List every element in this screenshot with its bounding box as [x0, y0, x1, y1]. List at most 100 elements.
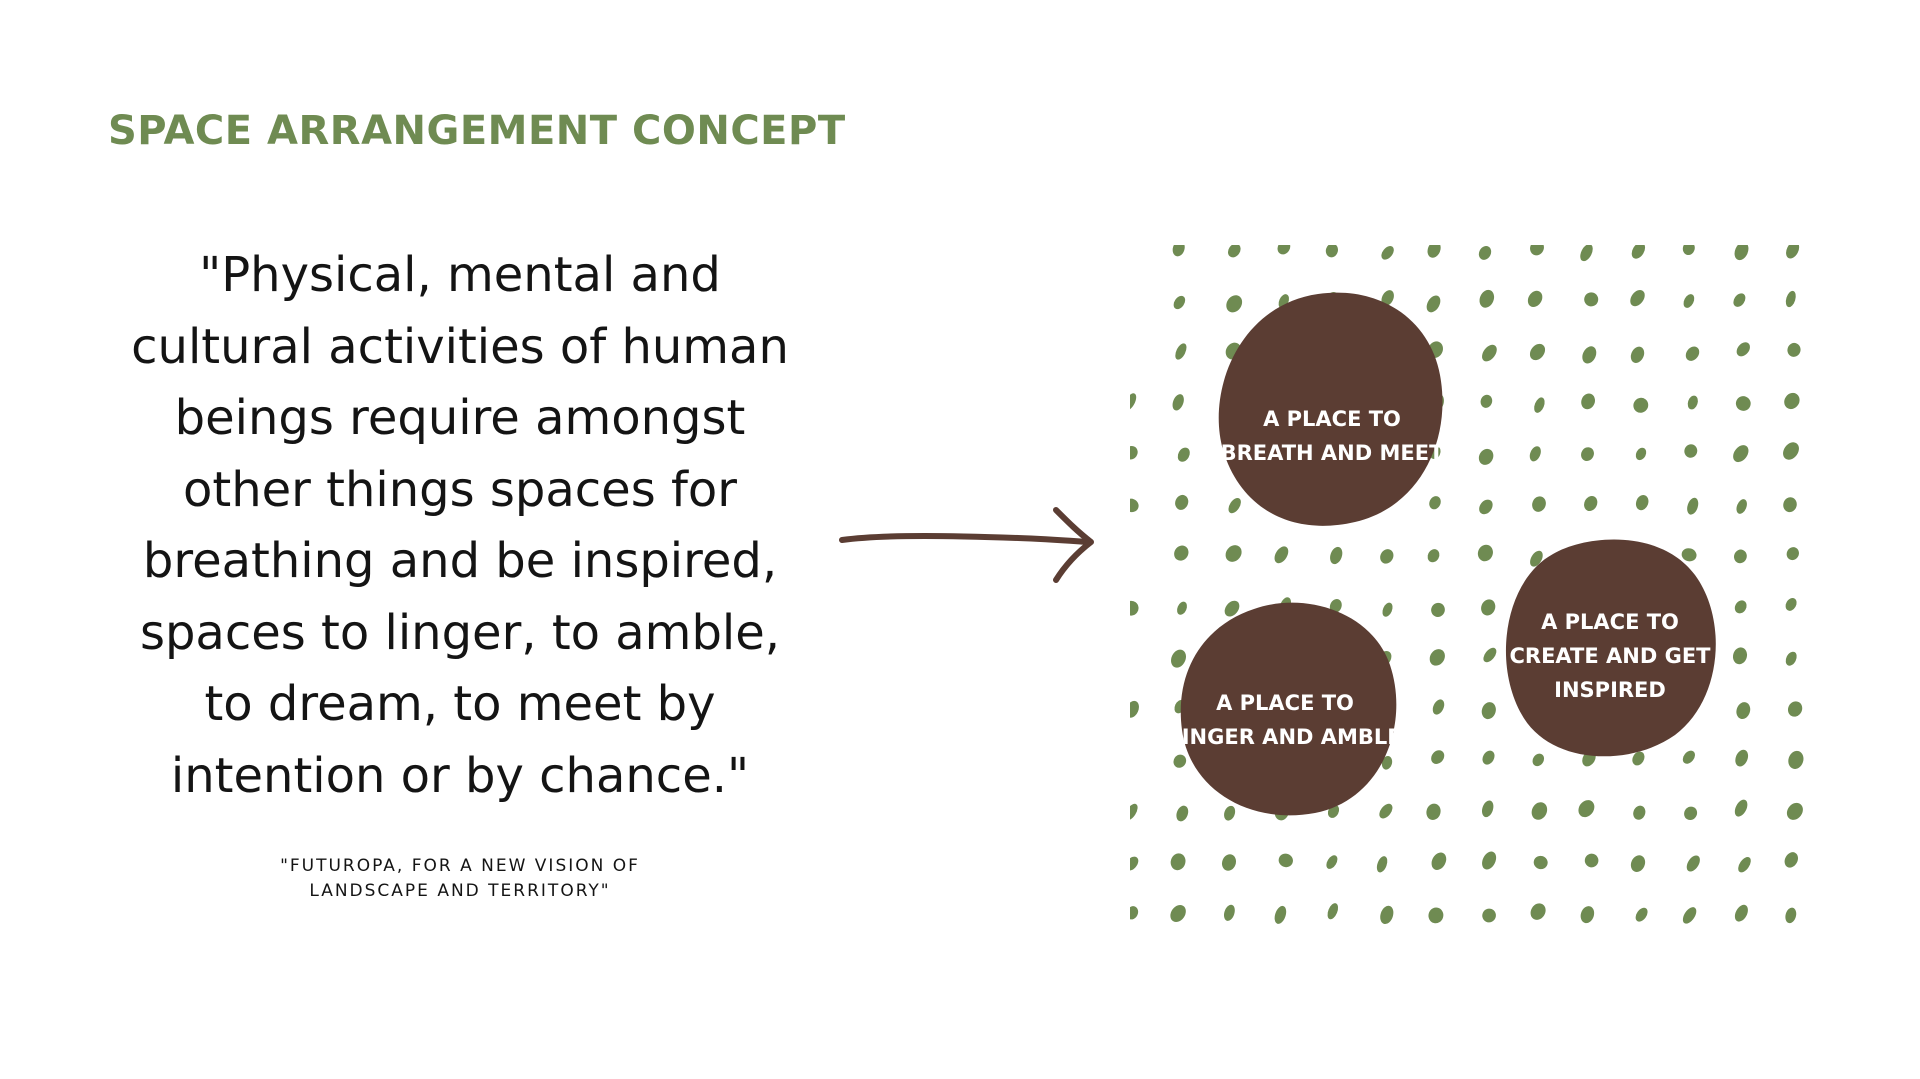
- pattern-dot: [1482, 908, 1496, 923]
- pattern-dot: [1530, 245, 1544, 256]
- pattern-dot: [1630, 346, 1645, 363]
- pattern-dot: [1732, 647, 1748, 665]
- pattern-dot: [1783, 442, 1799, 460]
- pattern-dot: [1683, 294, 1695, 308]
- pattern-dot: [1130, 445, 1138, 460]
- pattern-dot: [1581, 447, 1594, 461]
- pattern-dot: [1221, 854, 1237, 871]
- pattern-dot: [1735, 396, 1751, 411]
- pattern-dot: [1482, 750, 1495, 765]
- arrow-right-icon: [839, 507, 1094, 583]
- pattern-dot: [1785, 598, 1797, 611]
- pattern-dot: [1784, 852, 1798, 868]
- pattern-dot: [1277, 245, 1291, 255]
- pattern-dot: [1584, 292, 1599, 307]
- pattern-dot: [1429, 496, 1441, 510]
- circle-label-line: INSPIRED: [1554, 678, 1666, 702]
- pattern-dot: [1734, 549, 1747, 564]
- pattern-dot: [1225, 545, 1242, 562]
- pattern-dot: [1175, 343, 1187, 360]
- pattern-dot: [1325, 245, 1338, 258]
- pattern-dot: [1428, 907, 1444, 924]
- quote-block: "Physical, mental and cultural activitie…: [110, 240, 810, 904]
- pattern-dot: [1171, 649, 1186, 668]
- pattern-dot: [1786, 547, 1799, 561]
- pattern-dot: [1481, 599, 1496, 616]
- pattern-dot: [1173, 295, 1186, 310]
- pattern-dot: [1684, 444, 1698, 458]
- pattern-dot: [1130, 393, 1137, 411]
- pattern-dot: [1631, 245, 1646, 259]
- pattern-dot: [1381, 756, 1393, 770]
- pattern-dot: [1788, 750, 1804, 769]
- pattern-dot: [1682, 907, 1697, 924]
- pattern-dot: [1529, 343, 1546, 361]
- pattern-dot: [1735, 749, 1749, 767]
- pattern-dot: [1632, 751, 1645, 766]
- pattern-dot: [1738, 857, 1751, 873]
- pattern-dot: [1584, 853, 1599, 868]
- pattern-dot: [1381, 290, 1394, 306]
- pattern-dot: [1176, 805, 1189, 822]
- pattern-dot: [1175, 494, 1189, 510]
- pattern-dot: [1527, 290, 1543, 307]
- pattern-dot: [1172, 245, 1185, 257]
- pattern-dot: [1226, 295, 1243, 313]
- quote-line: other things spaces for: [183, 461, 737, 518]
- pattern-dot: [1130, 906, 1139, 920]
- pattern-dot: [1130, 856, 1139, 871]
- circle-label-line: A PLACE TO: [1216, 691, 1354, 715]
- circle-label-line: BREATH AND MEET: [1220, 441, 1444, 465]
- pattern-dot: [1326, 855, 1338, 869]
- pattern-dot: [1785, 290, 1796, 308]
- quote-line: cultural activities of human: [131, 318, 789, 375]
- pattern-dot: [1633, 805, 1646, 820]
- pattern-dot: [1584, 495, 1598, 512]
- quote-text: "Physical, mental and cultural activitie…: [110, 240, 810, 812]
- pattern-dot: [1635, 907, 1648, 922]
- pattern-dot: [1530, 903, 1546, 920]
- pattern-dot: [1130, 700, 1139, 718]
- pattern-dot: [1581, 393, 1595, 410]
- pattern-dot: [1426, 803, 1441, 821]
- pattern-dot: [1431, 852, 1447, 870]
- circle-create-and-get-inspired: [1505, 539, 1716, 757]
- pattern-dot: [1734, 600, 1747, 614]
- concept-diagram: A PLACE TO BREATH AND MEET A PLACE TO CR…: [1130, 245, 1840, 955]
- pattern-dot: [1736, 702, 1751, 720]
- quote-line: to dream, to meet by: [204, 676, 716, 732]
- pattern-dot: [1479, 499, 1493, 515]
- citation-line: LANDSCAPE AND TERRITORY": [309, 881, 611, 901]
- circle-label-line: LINGER AND AMBLE: [1168, 725, 1402, 749]
- circle-breath-and-meet: [1218, 292, 1443, 526]
- citation-line: "FUTUROPA, FOR A NEW VISION OF: [280, 856, 640, 876]
- pattern-dot: [1170, 853, 1186, 871]
- pattern-dot: [1785, 651, 1797, 666]
- pattern-dot: [1172, 394, 1184, 411]
- pattern-dot: [1274, 546, 1289, 564]
- quote-line: spaces to linger, to amble,: [139, 604, 781, 661]
- pattern-dot: [1630, 289, 1645, 307]
- pattern-dot: [1687, 395, 1698, 410]
- pattern-dot: [1429, 649, 1445, 666]
- pattern-dot: [1426, 295, 1441, 313]
- pattern-dot: [1532, 753, 1545, 767]
- pattern-dot: [1274, 905, 1287, 924]
- pattern-dot: [1530, 550, 1543, 567]
- pattern-dot: [1578, 800, 1595, 818]
- circle-label-line: A PLACE TO: [1541, 610, 1679, 634]
- pattern-dot: [1534, 397, 1545, 413]
- pattern-dot: [1787, 342, 1801, 357]
- circle-label-line: A PLACE TO: [1263, 407, 1401, 431]
- pattern-dot: [1785, 907, 1797, 924]
- pattern-dot: [1431, 602, 1445, 617]
- pattern-dot: [1633, 397, 1649, 413]
- pattern-dot: [1431, 750, 1445, 764]
- pattern-dot: [1733, 293, 1746, 307]
- pattern-dot: [1733, 445, 1749, 463]
- pattern-dot: [1223, 904, 1235, 921]
- pattern-dot: [1327, 903, 1339, 920]
- pattern-dot: [1684, 806, 1698, 821]
- pattern-dot: [1477, 544, 1493, 562]
- quote-line: intention or by chance.": [170, 747, 750, 804]
